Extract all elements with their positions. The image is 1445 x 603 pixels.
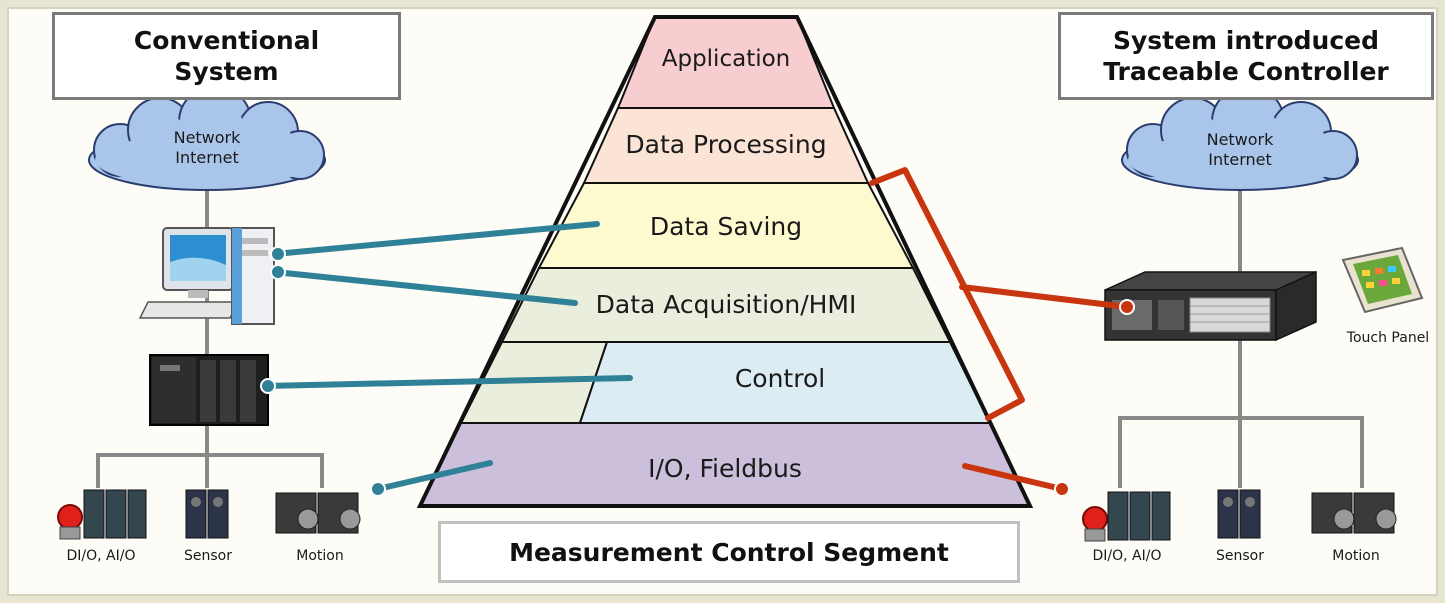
red-dots — [1054, 299, 1135, 497]
right-title-box: System introduced Traceable Controller — [1058, 12, 1434, 100]
sensor-icon — [1217, 489, 1261, 539]
pc-icon — [138, 227, 275, 325]
connector-plc-control — [262, 375, 633, 389]
left-title-box: Conventional System — [52, 12, 401, 100]
layer-label-fieldbus: I/O, Fieldbus — [648, 454, 802, 483]
cloud-icon — [1121, 85, 1359, 191]
right-device-label-motion: Motion — [1332, 548, 1380, 564]
layer-label-control: Control — [734, 364, 826, 393]
left-device-label-sensor: Sensor — [184, 548, 232, 564]
dio-aio-icon — [57, 489, 147, 540]
motion-icon — [275, 492, 361, 534]
dio-aio-icon — [1082, 491, 1171, 542]
touch-panel-icon — [1341, 246, 1424, 314]
right-device-label-dio: DI/O, AI/O — [1092, 548, 1162, 564]
sensor-icon — [185, 489, 229, 539]
right-cloud-label: Network Internet — [1206, 130, 1274, 169]
right-title: System introduced Traceable Controller — [1103, 26, 1389, 86]
segment-label: Measurement Control Segment — [509, 537, 949, 567]
motion-icon — [1311, 492, 1397, 534]
touch-panel-label: Touch Panel — [1346, 330, 1430, 346]
connector-controller — [959, 284, 1130, 310]
left-device-label-motion: Motion — [296, 548, 344, 564]
connector-devices-fieldbus — [375, 460, 493, 492]
teal-connectors — [262, 221, 633, 492]
layer-label-data-saving: Data Saving — [649, 212, 803, 241]
right-wiring — [1118, 190, 1364, 488]
layer-label-data-processing: Data Processing — [625, 130, 827, 159]
red-connectors — [869, 167, 1130, 492]
pyramid-outline — [416, 15, 1034, 508]
segment-box: Measurement Control Segment — [438, 521, 1020, 583]
right-device-label-sensor: Sensor — [1216, 548, 1264, 564]
connector-pc-data-saving — [272, 221, 600, 257]
layer-label-data-acquisition: Data Acquisition/HMI — [595, 290, 857, 319]
left-title: Conventional System — [133, 26, 320, 86]
connector-fieldbus-devices — [962, 463, 1065, 492]
left-cloud-label: Network Internet — [173, 128, 241, 167]
left-device-label-dio: DI/O, AI/O — [66, 548, 136, 564]
plc-icon — [149, 354, 269, 426]
controller-icon — [1104, 270, 1317, 342]
connector-pc-data-acquisition — [272, 269, 578, 306]
layer-label-application: Application — [661, 46, 791, 72]
cloud-icon — [88, 85, 326, 191]
teal-dots — [260, 246, 386, 497]
